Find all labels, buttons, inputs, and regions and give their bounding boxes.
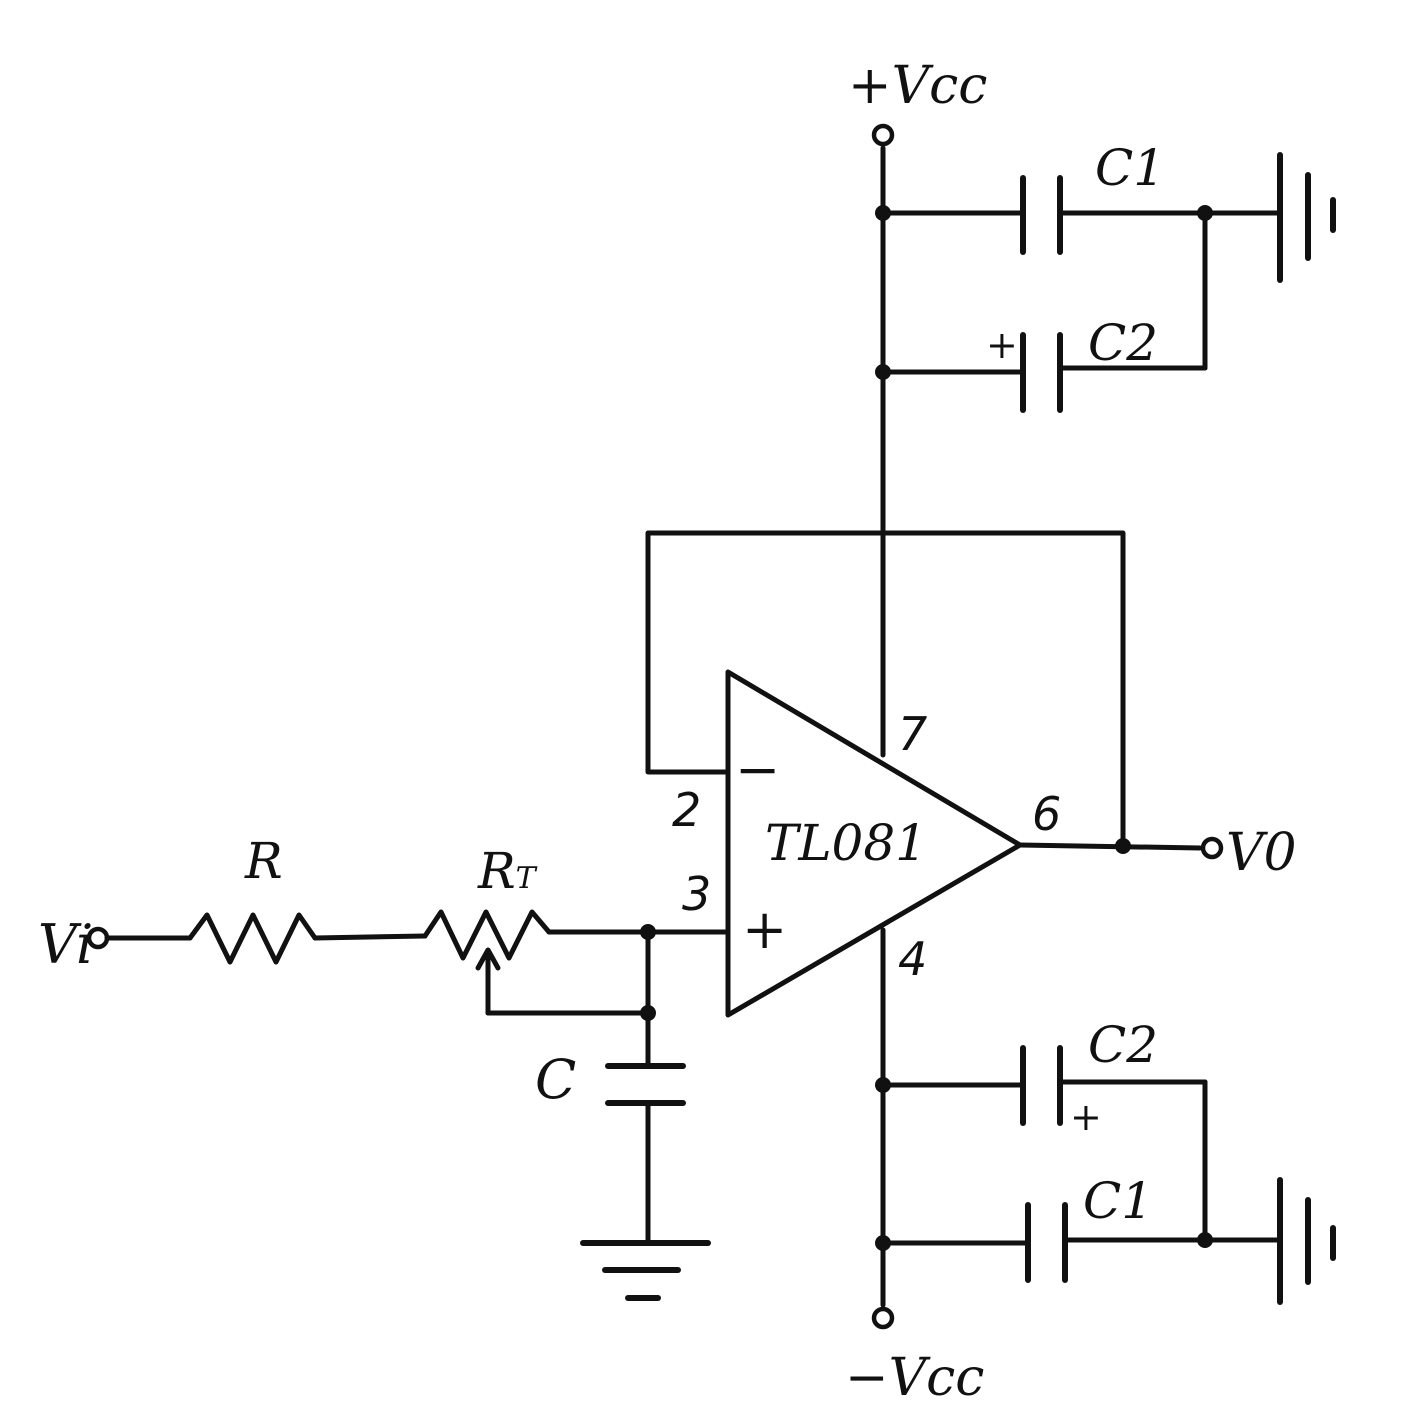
vcc-neg-terminal[interactable]	[871, 1306, 895, 1330]
c2-bottom-capacitor: C2 +	[875, 1016, 1208, 1139]
pin-4-label: 4	[898, 932, 927, 986]
bottom-ground-icon	[1202, 1177, 1336, 1305]
feedback-wire	[645, 530, 1126, 848]
resistor-rt: RT	[422, 842, 731, 1016]
c2-top-label: C2	[1088, 314, 1158, 372]
input-terminal[interactable]	[86, 926, 110, 950]
resistor-r: R	[187, 832, 318, 965]
pin-3-label: 3	[682, 867, 711, 921]
output-node: V0	[1017, 823, 1297, 883]
capacitor-c: C	[535, 1048, 686, 1246]
output-terminal[interactable]	[1200, 836, 1224, 860]
c1-top-capacitor: C1	[875, 139, 1213, 255]
pin-6-label: 6	[1032, 787, 1061, 841]
resistor-r-label: R	[244, 832, 283, 890]
negative-supply-rail: −Vcc	[845, 927, 984, 1408]
positive-supply-rail: +Vcc	[848, 56, 987, 758]
inverting-sign: −	[735, 738, 780, 801]
pin-7-label: 7	[898, 707, 927, 761]
c1-bottom-label: C1	[1083, 1172, 1153, 1230]
vcc-pos-label: +Vcc	[848, 56, 987, 116]
c2-bottom-plus-sign: +	[1070, 1095, 1102, 1139]
capacitor-c-label: C	[535, 1048, 576, 1111]
c2-bottom-label: C2	[1088, 1016, 1158, 1074]
input-terminal-group: Vi	[38, 913, 193, 976]
opamp-label: TL081	[765, 814, 927, 872]
noninverting-node	[640, 924, 656, 1069]
vcc-pos-terminal[interactable]	[871, 123, 895, 147]
input-label: Vi	[38, 913, 93, 976]
vcc-neg-label: −Vcc	[845, 1348, 984, 1408]
c1-top-label: C1	[1095, 139, 1165, 197]
c2-top-plus-sign: +	[986, 323, 1018, 367]
pin-2-label: 2	[672, 783, 701, 837]
opamp-tl081: TL081 − + 2 3 6 7 4	[672, 669, 1061, 1018]
resistor-rt-label-main: R	[477, 842, 516, 900]
top-ground-icon	[1202, 152, 1336, 283]
c1-bottom-capacitor: C1	[875, 1172, 1213, 1283]
resistor-rt-label-sub: T	[516, 861, 538, 896]
resistor-rt-label: RT	[477, 842, 538, 900]
ground-icon	[580, 1240, 711, 1301]
r-to-rt-wire	[312, 933, 428, 941]
c2-top-capacitor: + C2	[875, 314, 1208, 413]
output-label: V0	[1226, 823, 1297, 883]
noninverting-sign: +	[742, 898, 787, 961]
